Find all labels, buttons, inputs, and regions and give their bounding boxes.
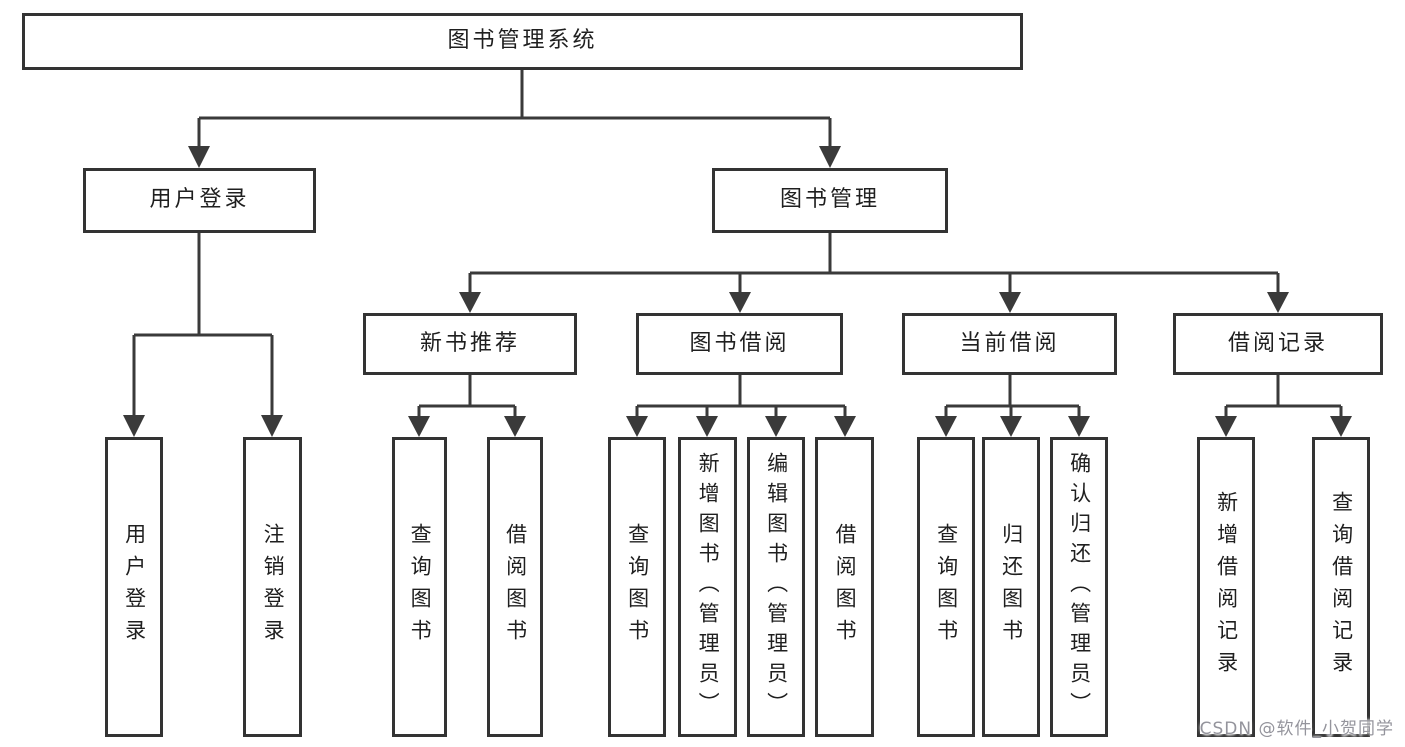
node-nbr-borrow-books: 借阅图书 [487, 437, 543, 737]
node-borrowing-records: 借阅记录 [1173, 313, 1383, 375]
node-bb-borrow-books: 借阅图书 [815, 437, 874, 737]
node-br-query-record: 查询借阅记录 [1312, 437, 1370, 737]
node-bb-edit-books-admin: 编辑图书（管理员） [747, 437, 805, 737]
node-user-login-action: 用户登录 [105, 437, 163, 737]
node-user-login: 用户登录 [83, 168, 316, 233]
node-nbr-query-books: 查询图书 [392, 437, 447, 737]
node-bb-add-books-admin: 新增图书（管理员） [678, 437, 737, 737]
node-book-management: 图书管理 [712, 168, 948, 233]
node-cb-return-books: 归还图书 [982, 437, 1040, 737]
node-bb-query-books: 查询图书 [608, 437, 666, 737]
node-book-borrowing: 图书借阅 [636, 313, 843, 375]
node-current-borrowing: 当前借阅 [902, 313, 1117, 375]
node-cb-confirm-return-admin: 确认归还（管理员） [1050, 437, 1108, 737]
csdn-watermark: CSDN @软件_小贺同学 [1199, 719, 1394, 739]
node-br-add-record: 新增借阅记录 [1197, 437, 1255, 737]
node-cb-query-books: 查询图书 [917, 437, 975, 737]
node-logout-action: 注销登录 [243, 437, 302, 737]
node-new-book-recommendation: 新书推荐 [363, 313, 577, 375]
node-library-management-system: 图书管理系统 [22, 13, 1023, 70]
